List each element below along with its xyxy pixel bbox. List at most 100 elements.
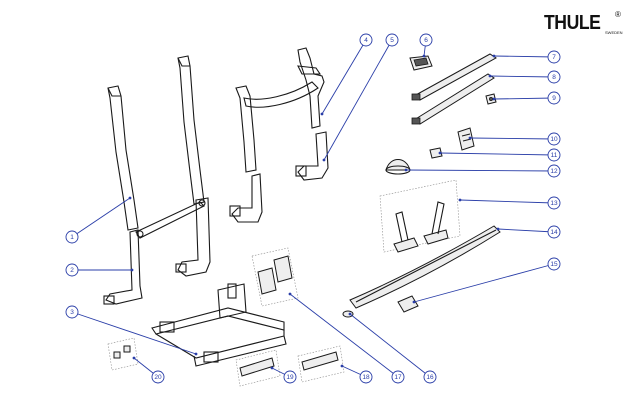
part-arm-middle: [177, 55, 205, 205]
callout-2: 2: [65, 263, 79, 277]
part-3-base-frame: [151, 283, 287, 367]
callout-circle: [151, 370, 165, 384]
leader-dot-7: [492, 54, 496, 58]
leader-dot-12: [404, 168, 408, 172]
callout-number: 12: [550, 168, 558, 175]
leader-dot-2: [130, 268, 134, 272]
part-19-foot-plate: [235, 349, 281, 387]
callout-8: 8: [547, 70, 561, 84]
callout-circle: [547, 196, 561, 210]
callout-number: 10: [550, 136, 558, 143]
callout-4: 4: [359, 33, 373, 47]
leader-line-16: [349, 313, 431, 378]
part-17-pads: [251, 247, 299, 307]
callout-14: 14: [547, 225, 561, 239]
callout-11: 11: [547, 148, 561, 162]
callout-circle: [391, 370, 405, 384]
leader-dot-14: [496, 227, 500, 231]
leader-dot-18: [340, 364, 344, 368]
callout-3: 3: [65, 305, 79, 319]
leader-dot-3: [194, 352, 198, 356]
brand-subtitle: SWEDEN: [605, 30, 623, 35]
leader-dot-16: [348, 312, 352, 316]
leader-line-9: [493, 97, 555, 100]
part-20-screws: [107, 337, 139, 371]
callout-circle: [419, 33, 433, 47]
callout-circle: [547, 70, 561, 84]
callout-number: 16: [426, 374, 434, 381]
part-13-wheel-holders: [379, 179, 461, 253]
part-16-washer: [342, 310, 354, 318]
callout-circle: [359, 33, 373, 47]
callout-number: 4: [364, 37, 368, 44]
callout-circle: [547, 257, 561, 271]
callout-16: 16: [423, 370, 437, 384]
leader-line-15: [413, 263, 555, 303]
leader-lines: [71, 39, 555, 378]
leader-line-3: [71, 311, 197, 355]
callout-6: 6: [419, 33, 433, 47]
callout-19: 19: [283, 370, 297, 384]
part-12-reflector: [385, 159, 411, 175]
leader-line-1: [71, 197, 131, 238]
callout-number: 19: [286, 374, 294, 381]
part-2-lower-frame: [103, 197, 211, 305]
part-8-strap: [411, 73, 495, 125]
leader-line-7: [493, 55, 555, 58]
callout-circle: [359, 370, 373, 384]
callout-circle: [385, 33, 399, 47]
part-18-foot-plate: [297, 345, 345, 383]
part-11-cap: [429, 147, 443, 159]
callout-circle: [65, 263, 79, 277]
brand-name: THULE: [544, 12, 601, 34]
callout-circle: [283, 370, 297, 384]
leader-dot-11: [438, 151, 442, 155]
leader-dot-19: [270, 366, 274, 370]
callout-number: 20: [154, 374, 162, 381]
callout-10: 10: [547, 132, 561, 146]
callout-number: 18: [362, 374, 370, 381]
callout-13: 13: [547, 196, 561, 210]
callout-number: 14: [550, 229, 558, 236]
part-14-wheel-rail: [349, 225, 501, 309]
callout-number: 3: [70, 309, 74, 316]
leader-line-13: [459, 199, 555, 204]
callout-7: 7: [547, 50, 561, 64]
leader-line-14: [497, 228, 555, 233]
callout-circle: [547, 91, 561, 105]
part-10-buckle: [457, 127, 475, 151]
thule-logo: THULE ® SWEDEN: [544, 10, 624, 35]
leader-dot-15: [412, 300, 416, 304]
callout-1: 1: [65, 230, 79, 244]
part-4-upper-hook: [297, 47, 325, 129]
callout-number: 11: [551, 152, 558, 159]
part-arm-with-handle: [229, 81, 319, 223]
callout-circle: [547, 50, 561, 64]
leader-dot-13: [458, 198, 462, 202]
callout-circle: [65, 230, 79, 244]
leader-dot-20: [132, 356, 136, 360]
callout-number: 2: [70, 267, 74, 274]
callout-number: 9: [552, 95, 556, 102]
leader-line-10: [469, 137, 555, 140]
part-6-clamp: [409, 55, 433, 71]
part-1-arm: [107, 85, 139, 231]
leader-dot-8: [488, 74, 492, 78]
callout-20: 20: [151, 370, 165, 384]
callout-number: 1: [70, 234, 74, 241]
callout-17: 17: [391, 370, 405, 384]
callout-circle: [547, 225, 561, 239]
callout-number: 5: [390, 37, 394, 44]
leader-dot-17: [288, 292, 292, 296]
callout-circle: [65, 305, 79, 319]
callout-number: 13: [550, 200, 558, 207]
callout-12: 12: [547, 164, 561, 178]
callout-circle: [547, 132, 561, 146]
leader-dot-4: [320, 112, 324, 116]
callout-number: 8: [552, 74, 556, 81]
leader-line-17: [289, 293, 399, 378]
leader-line-5: [323, 39, 393, 161]
part-5-lower-hook: [295, 131, 329, 181]
